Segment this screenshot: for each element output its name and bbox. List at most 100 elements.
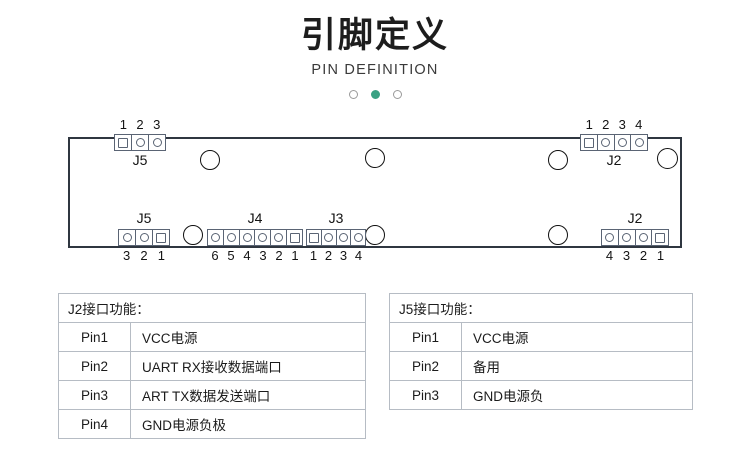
j3-pin-numbers: 1 2 3 4 (306, 248, 366, 263)
pad-cell (651, 230, 668, 245)
j4-pin-numbers: 6 5 4 3 2 1 (207, 248, 303, 263)
mounting-hole-bottom-3 (548, 225, 568, 245)
pad-cell (350, 230, 365, 245)
pad-square-pin1 (308, 232, 319, 243)
table-row: Pin1 VCC电源 (389, 322, 693, 352)
pad-cell (286, 230, 302, 245)
mounting-hole-top-3 (548, 150, 568, 170)
pin-label: Pin1 (58, 322, 131, 352)
pad-cell (617, 230, 635, 245)
pad-cell (115, 135, 131, 150)
j5-bottom-left-pin-numbers: 3 2 1 (118, 248, 170, 263)
table-row: Pin2 备用 (389, 351, 693, 381)
pad-cell (238, 230, 255, 245)
pin-number: 3 (259, 248, 267, 263)
pin-label: Pin2 (389, 351, 462, 381)
table-header-row: J2接口功能： (58, 293, 366, 323)
j2-top-right-pin-numbers: 1 2 3 4 (581, 117, 647, 132)
pad-cell (335, 230, 351, 245)
pad-round (638, 233, 648, 242)
pin-label: Pin3 (389, 380, 462, 410)
connector-j4[interactable] (207, 229, 303, 246)
table-row: Pin2 UART RX接收数据端口 (58, 351, 366, 381)
pad-round (139, 233, 149, 242)
j5-table-title: J5接口功能： (389, 293, 693, 323)
pin-number: 3 (123, 248, 131, 263)
pin-label: Pin3 (58, 380, 131, 410)
carousel-dots (0, 90, 750, 100)
pad-cell (581, 135, 597, 150)
pin-number: 2 (602, 117, 610, 132)
table-row: Pin3 GND电源负 (389, 380, 693, 410)
connector-label-j5-top-left: J5 (132, 152, 148, 168)
pin-number: 3 (153, 117, 161, 132)
pin-function: 备用 (461, 351, 693, 381)
pad-square-pin1 (118, 137, 128, 148)
pin-function: UART RX接收数据端口 (130, 351, 366, 381)
pad-cell (208, 230, 223, 245)
pin-label: Pin4 (58, 409, 131, 439)
page-dot-1[interactable] (348, 90, 358, 100)
connector-j2-top-right[interactable] (580, 134, 648, 151)
mounting-hole-bottom-2 (365, 225, 385, 245)
connector-label-j4: J4 (247, 210, 263, 226)
pin-number: 2 (140, 248, 148, 263)
connector-j5-bottom-left[interactable] (118, 229, 170, 246)
connector-j3[interactable] (306, 229, 366, 246)
connector-label-j5-bottom-left: J5 (136, 210, 152, 226)
table-header-row: J5接口功能： (389, 293, 693, 323)
pin-number: 1 (585, 117, 593, 132)
pad-round (605, 233, 615, 242)
page-title-cn: 引脚定义 (300, 16, 449, 55)
j2-bottom-right-pin-numbers: 4 3 2 1 (601, 248, 669, 263)
pin-number: 6 (211, 248, 219, 263)
pin-number: 1 (309, 248, 318, 263)
mounting-hole-bottom-1 (183, 225, 203, 245)
connector-j5-top-left[interactable] (114, 134, 166, 151)
page-header: 引脚定义 PIN DEFINITION (0, 16, 750, 100)
pad-cell (254, 230, 270, 245)
pad-cell (152, 230, 169, 245)
mounting-hole-top-1 (200, 150, 220, 170)
page-dot-3[interactable] (392, 90, 402, 100)
j5-top-left-pin-numbers: 1 2 3 (115, 117, 165, 132)
pin-function: GND电源负 (461, 380, 693, 410)
connector-label-j2-bottom-right: J2 (627, 210, 643, 226)
pin-number: 3 (339, 248, 348, 263)
pad-round (258, 233, 268, 242)
pin-function: GND电源负极 (130, 409, 366, 439)
pad-cell (270, 230, 286, 245)
page-dot-2[interactable] (370, 90, 380, 100)
pad-cell (119, 230, 135, 245)
pin-function: ART TX数据发送端口 (130, 380, 366, 410)
pin-number: 3 (622, 248, 631, 263)
connector-label-j2-top-right: J2 (606, 152, 622, 168)
pin-number: 1 (656, 248, 665, 263)
connector-j2-bottom-right[interactable] (601, 229, 669, 246)
pin-number: 4 (605, 248, 614, 263)
pad-cell (307, 230, 321, 245)
pin-number: 1 (291, 248, 299, 263)
pad-round (210, 233, 220, 242)
pad-cell (634, 230, 652, 245)
pad-round (622, 233, 632, 242)
pin-number: 2 (136, 117, 144, 132)
table-row: Pin3 ART TX数据发送端口 (58, 380, 366, 410)
pin-number: 4 (635, 117, 643, 132)
pad-cell (596, 135, 614, 150)
pin-function: VCC电源 (130, 322, 366, 352)
pad-round (152, 138, 162, 147)
connector-label-j3: J3 (328, 210, 344, 226)
pad-square-pin1 (655, 232, 666, 243)
pin-number: 1 (157, 248, 165, 263)
table-row: Pin4 GND电源负极 (58, 409, 366, 439)
page-title-en: PIN DEFINITION (311, 62, 439, 79)
pin-number: 4 (243, 248, 251, 263)
pad-round (601, 138, 611, 147)
pad-round (122, 233, 132, 242)
pad-cell (148, 135, 165, 150)
pad-round (135, 138, 145, 147)
pin-function: VCC电源 (461, 322, 693, 352)
pin-number: 3 (618, 117, 626, 132)
pad-cell (602, 230, 618, 245)
